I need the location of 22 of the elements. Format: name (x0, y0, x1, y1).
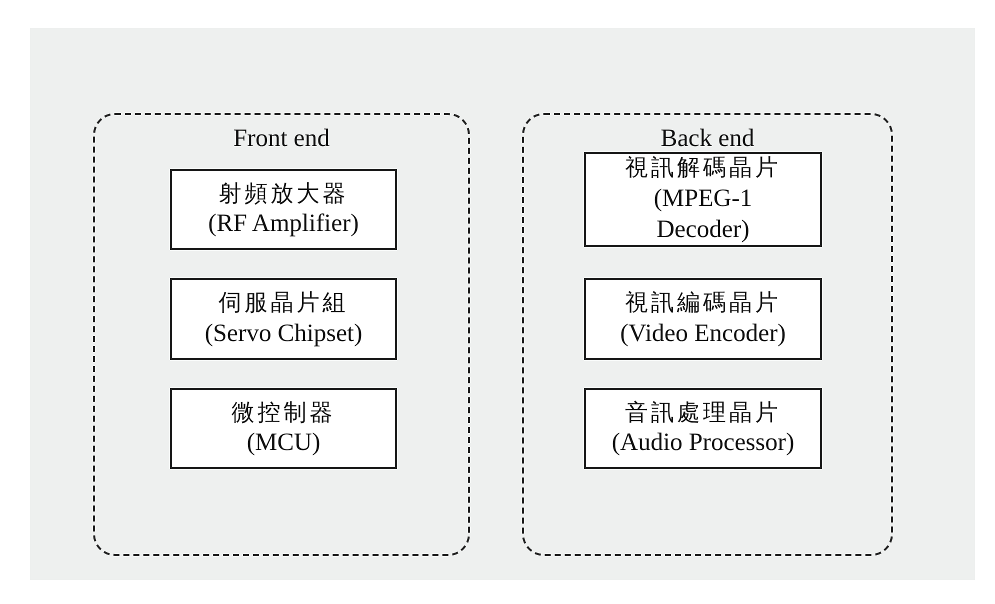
english-label: (Video Encoder) (620, 318, 786, 349)
component-box (584, 278, 822, 360)
chinese-label: 視訊編碼晶片 (625, 289, 781, 317)
dashed-group-frame (93, 113, 470, 556)
english-label: (MCU) (246, 428, 320, 458)
chinese-label: 視訊解碼晶片 (625, 154, 781, 182)
english-label: (Audio Processor) (612, 428, 794, 458)
chinese-label: 微控制器 (232, 398, 336, 426)
chinese-label: 伺服晶片組 (218, 289, 348, 317)
component-box (584, 388, 822, 469)
english-label: (MPEG-1 Decoder) (652, 184, 754, 245)
group-heading: Front end (232, 125, 331, 153)
chinese-label: 射頻放大器 (218, 180, 348, 208)
english-label: (Servo Chipset) (204, 318, 362, 349)
chinese-label: 音訊處理晶片 (625, 398, 781, 426)
component-box (170, 169, 397, 250)
dashed-group-frame (522, 113, 893, 556)
english-label: (RF Amplifier) (208, 209, 359, 240)
group-heading: Back end (660, 125, 756, 153)
component-box (170, 388, 397, 469)
component-box (584, 152, 822, 247)
component-box (170, 278, 397, 360)
